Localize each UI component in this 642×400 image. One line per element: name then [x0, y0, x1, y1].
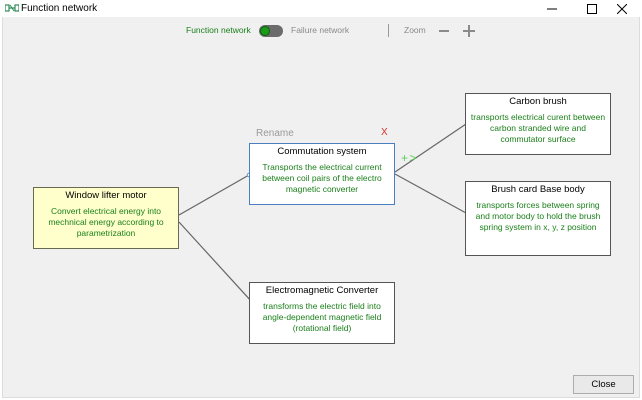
zoom-out-icon[interactable]: [439, 30, 449, 32]
minimize-button[interactable]: [532, 0, 572, 17]
node-title: Brush card Base body: [491, 184, 585, 195]
minimize-icon: [547, 8, 557, 9]
toggle-knob: [260, 26, 270, 36]
node-description: transforms the electric field into angle…: [262, 301, 382, 333]
add-child-arrow-icon[interactable]: + >: [401, 151, 416, 165]
node-title: Carbon brush: [509, 96, 567, 107]
delete-node-button[interactable]: X: [381, 127, 388, 138]
maximize-icon: [587, 3, 597, 14]
node-title: Electromagnetic Converter: [265, 285, 379, 296]
node-description: transports electrical curent between car…: [470, 112, 606, 144]
close-icon: [617, 3, 627, 14]
node-electromagnetic-converter[interactable]: Electromagnetic Converter transforms the…: [249, 282, 395, 344]
zoom-in-icon[interactable]: [463, 25, 475, 37]
title-bar: Function network: [0, 0, 642, 17]
node-brush-card-base-body[interactable]: Brush card Base body transports forces b…: [465, 181, 611, 256]
rename-button[interactable]: Rename: [256, 128, 294, 139]
function-network-label[interactable]: Function network: [186, 25, 251, 35]
network-mode-toggle[interactable]: [259, 25, 283, 37]
toolbar-divider: [388, 24, 389, 37]
connector-commutation-carbon: [394, 123, 467, 173]
connector-commutation-brushcard: [394, 173, 467, 214]
node-title: Window lifter motor: [65, 190, 147, 201]
failure-network-label[interactable]: Failure network: [291, 25, 350, 35]
node-carbon-brush[interactable]: Carbon brush transports electrical curen…: [465, 93, 611, 155]
node-description: transports forces between spring and mot…: [475, 200, 601, 232]
node-description: Convert electrical energy into mechnical…: [48, 206, 164, 238]
node-commutation-system[interactable]: Commutation system Transports the electr…: [249, 143, 395, 205]
close-window-button[interactable]: [602, 0, 642, 17]
connector-motor-commutation: [178, 174, 250, 216]
maximize-button[interactable]: [572, 0, 612, 17]
node-description: Transports the electrical current betwee…: [262, 162, 382, 194]
window-title: Function network: [21, 3, 98, 14]
connector-motor-converter: [178, 221, 263, 314]
close-button[interactable]: Close: [573, 375, 634, 394]
node-window-lifter-motor[interactable]: Window lifter motor Convert electrical e…: [33, 187, 179, 249]
app-network-icon: [5, 4, 19, 12]
node-title: Commutation system: [277, 146, 367, 157]
zoom-label: Zoom: [404, 25, 426, 35]
